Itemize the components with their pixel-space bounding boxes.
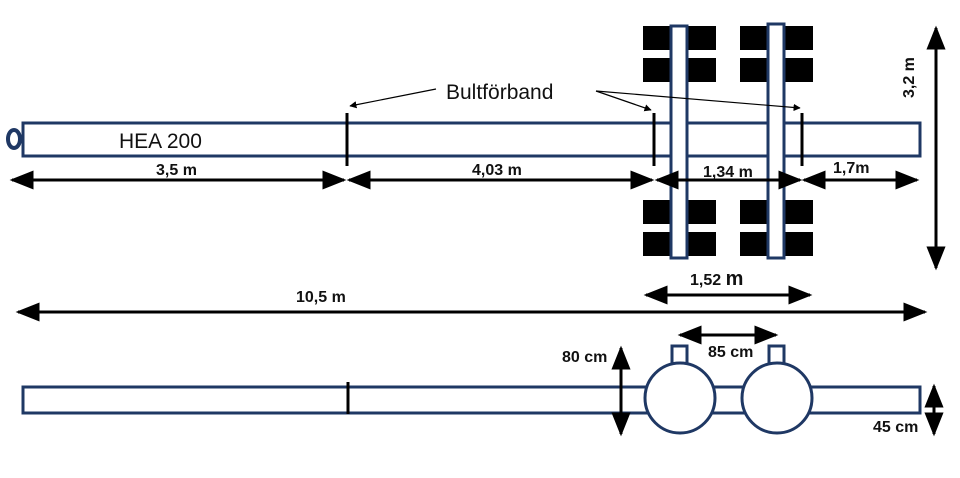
dim-seg3-label: 1,34 m [703, 164, 753, 181]
callout-leaders [349, 88, 801, 112]
dim-track-width-label: 3,2 m [901, 57, 918, 98]
dim-axle-spacing-bottom-label: 85 cm [708, 344, 753, 361]
dim-seg2-label: 4,03 m [472, 162, 522, 179]
wheel-blocks [643, 26, 813, 256]
dim-wheel-height-label: 80 cm [562, 349, 607, 366]
dim-beam-height-label: 45 cm [873, 419, 918, 436]
end-ring [6, 128, 22, 150]
dim-seg1-label: 3,5 m [156, 162, 197, 179]
beam-profile-label: HEA 200 [119, 130, 202, 153]
dim-seg4-label: 1,7m [833, 160, 869, 177]
dim-axle-spacing-label: 1,52 m [690, 268, 743, 290]
axle-2 [766, 22, 786, 260]
wheel-2 [740, 361, 814, 435]
bolt-callout-label: Bultförband [446, 81, 553, 104]
wheel-1 [643, 361, 717, 435]
side-view: 80 cm 85 cm 45 cm [21, 325, 944, 437]
axle-1 [669, 24, 689, 260]
dim-total-length-label: 10,5 m [296, 289, 346, 306]
top-view: HEA 200 Bultförband 3,5 m 4,03 m 1,34 m … [6, 22, 946, 322]
bolt-joints [345, 113, 804, 166]
